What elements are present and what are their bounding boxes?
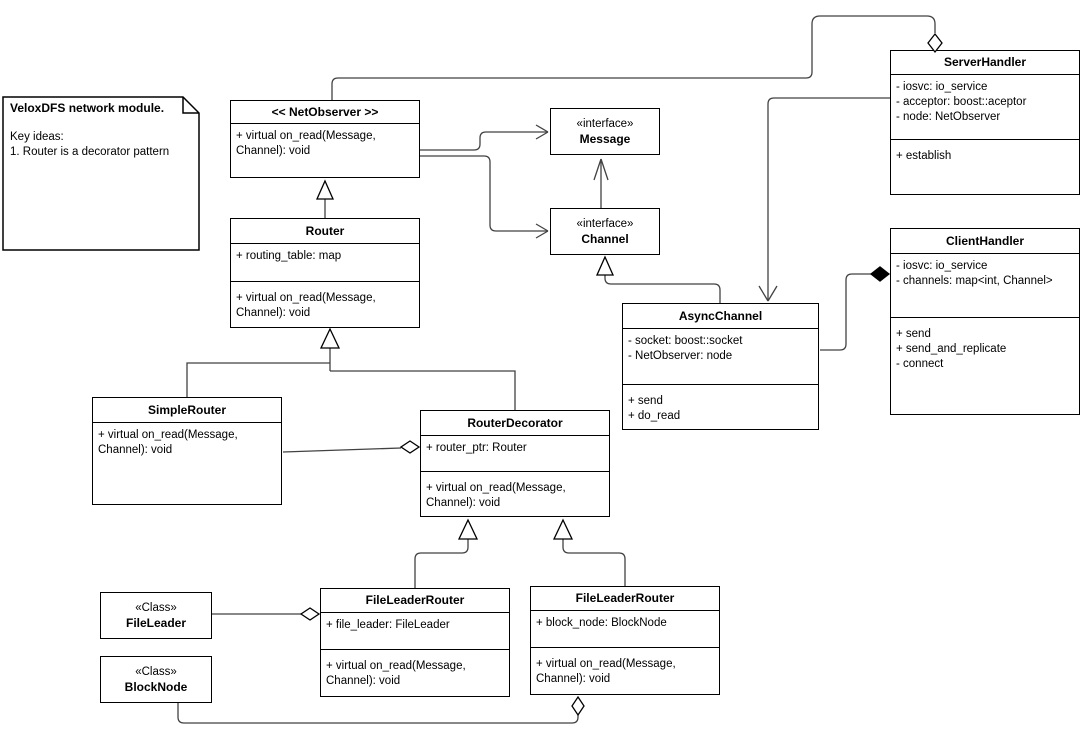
attribute-line: - node: NetObserver (896, 111, 1001, 123)
methods-compartment: + send + do_read (623, 384, 818, 429)
edge-clienthandler-composes-asyncchannel (820, 266, 891, 351)
class-title: ClientHandler (945, 233, 1024, 248)
interface-message[interactable]: «interface» Message (550, 108, 660, 155)
class-fileleaderrouter-1[interactable]: FileLeaderRouter + file_leader: FileLead… (320, 588, 510, 697)
edge-channel-to-message (593, 158, 609, 208)
stereotype-label: «Class» (135, 601, 177, 614)
attribute-line: - iosvc: io_service (896, 260, 988, 272)
attributes-compartment: + routing_table: map (231, 243, 419, 281)
class-title: << NetObserver >> (271, 104, 379, 119)
edge-asyncchannel-implements-channel (595, 255, 721, 303)
edge-fileleaderrouter1-generalizes-routerdecorator (414, 518, 479, 588)
class-title: BlockNode (124, 679, 188, 694)
attribute-line: - acceptor: boost::aceptor (896, 96, 1027, 108)
attributes-compartment: + router_ptr: Router (421, 435, 609, 471)
class-routerdecorator[interactable]: RouterDecorator + router_ptr: Router + v… (420, 410, 610, 517)
methods-compartment: + virtual on_read(Message, Channel): voi… (321, 649, 509, 696)
method-line: + virtual on_read(Message, Channel): voi… (326, 660, 466, 687)
class-asyncchannel[interactable]: AsyncChannel - socket: boost::socket - N… (622, 303, 819, 430)
note-line: Key ideas: (10, 131, 64, 143)
edge-fileleaderrouter2-aggregates-blocknode (177, 695, 585, 724)
class-router[interactable]: Router + routing_table: map + virtual on… (230, 218, 420, 328)
attributes-compartment: + block_node: BlockNode (531, 610, 719, 647)
class-simplerouter[interactable]: SimpleRouter + virtual on_read(Message, … (92, 397, 282, 505)
class-title: Message (579, 131, 631, 146)
method-line: + virtual on_read(Message, Channel): voi… (98, 429, 238, 456)
attribute-line: - iosvc: io_service (896, 81, 988, 93)
method-line: + virtual on_read(Message, Channel): voi… (236, 292, 376, 319)
edge-fileleaderrouter2-generalizes-routerdecorator (552, 518, 626, 586)
class-title: FileLeader (125, 615, 187, 630)
edge-router-generalizes-netobserver (315, 179, 335, 218)
methods-compartment: + establish (891, 139, 1079, 194)
class-title: ServerHandler (943, 55, 1027, 69)
stereotype-label: «interface» (576, 117, 634, 130)
attribute-line: + file_leader: FileLeader (326, 619, 450, 631)
class-title: Router (305, 223, 345, 238)
methods-compartment: + send + send_and_replicate - connect (891, 317, 1079, 414)
attributes-compartment: - socket: boost::socket - NetObserver: n… (623, 328, 818, 384)
method-line: + do_read (628, 410, 681, 422)
class-fileleaderrouter-2[interactable]: FileLeaderRouter + block_node: BlockNode… (530, 586, 720, 695)
class-title: RouterDecorator (467, 415, 563, 430)
attribute-line: + router_ptr: Router (426, 442, 527, 454)
attribute-line: - channels: map<int, Channel> (896, 275, 1053, 287)
class-title: FileLeaderRouter (365, 593, 465, 607)
edge-serverhandler-aggregates-netobserver (331, 15, 943, 100)
attributes-compartment: - iosvc: io_service - acceptor: boost::a… (891, 74, 1079, 139)
method-line: + virtual on_read(Message, Channel): voi… (236, 130, 376, 157)
method-line: + virtual on_read(Message, Channel): voi… (426, 482, 566, 509)
class-title: AsyncChannel (678, 308, 763, 323)
attribute-line: + block_node: BlockNode (536, 617, 667, 629)
methods-compartment: + virtual on_read(Message, Channel): voi… (231, 123, 419, 177)
edge-routerdecorator-aggregates-simplerouter (282, 440, 421, 454)
note[interactable]: VeloxDFS network module. Key ideas: 1. R… (10, 101, 196, 160)
attributes-compartment: + file_leader: FileLeader (321, 612, 509, 649)
edge-fileleaderrouter1-aggregates-fileleader (212, 607, 321, 621)
attribute-line: - socket: boost::socket (628, 335, 743, 347)
interface-channel[interactable]: «interface» Channel (550, 208, 660, 255)
class-clienthandler[interactable]: ClientHandler - iosvc: io_service - chan… (890, 228, 1080, 415)
attributes-compartment: - iosvc: io_service - channels: map<int,… (891, 253, 1079, 317)
method-line: - connect (896, 358, 944, 370)
edge-netobserver-uses-message (420, 124, 549, 151)
method-line: + send (896, 328, 931, 340)
methods-compartment: + virtual on_read(Message, Channel): voi… (93, 422, 281, 504)
edge-serverhandler-to-asyncchannel (758, 97, 890, 302)
class-title: SimpleRouter (147, 402, 226, 417)
note-spacer (10, 116, 196, 130)
class-fileleader[interactable]: «Class» FileLeader (100, 592, 212, 639)
methods-compartment: + virtual on_read(Message, Channel): voi… (531, 647, 719, 694)
stereotype-label: «Class» (135, 665, 177, 678)
class-netobserver[interactable]: << NetObserver >> + virtual on_read(Mess… (230, 100, 420, 178)
attribute-line: - NetObserver: node (628, 350, 733, 362)
attribute-line: + routing_table: map (236, 250, 342, 262)
class-title: FileLeaderRouter (575, 591, 675, 605)
stereotype-label: «interface» (576, 217, 634, 230)
class-blocknode[interactable]: «Class» BlockNode (100, 656, 212, 703)
methods-compartment: + virtual on_read(Message, Channel): voi… (231, 281, 419, 327)
method-line: + send (628, 395, 663, 407)
method-line: + establish (896, 150, 952, 162)
note-title: VeloxDFS network module. (10, 101, 165, 115)
methods-compartment: + virtual on_read(Message, Channel): voi… (421, 471, 609, 516)
edge-netobserver-uses-channel (420, 155, 549, 239)
class-serverhandler[interactable]: ServerHandler - iosvc: io_service - acce… (890, 50, 1080, 195)
note-line: 1. Router is a decorator pattern (10, 146, 170, 158)
method-line: + virtual on_read(Message, Channel): voi… (536, 658, 676, 685)
class-title: Channel (581, 231, 629, 246)
method-line: + send_and_replicate (896, 343, 1007, 355)
